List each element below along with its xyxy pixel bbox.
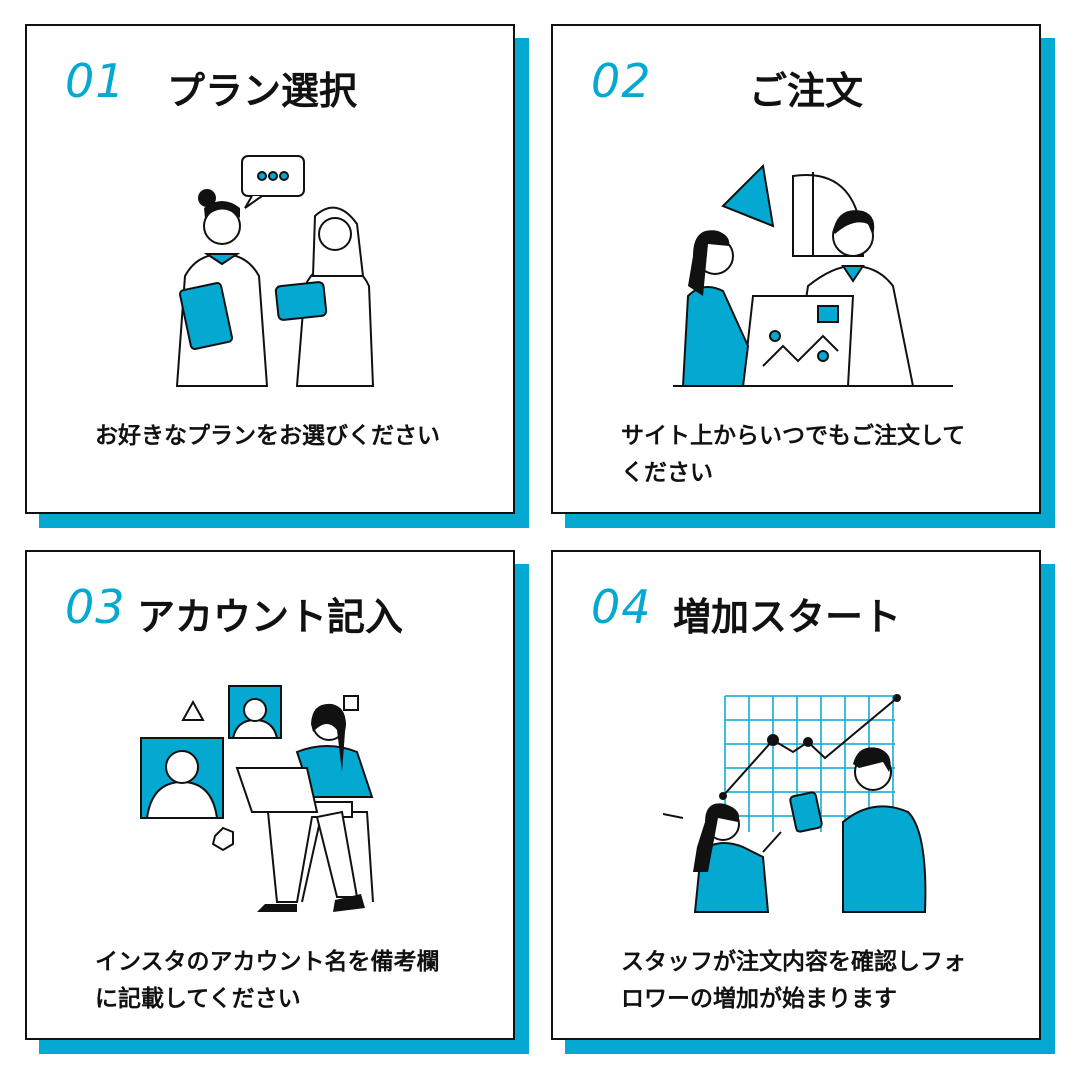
step-title: ご注文	[749, 69, 864, 113]
laptop-profiles-illustration	[140, 685, 374, 912]
step-description: お好きなプランをお選びください	[95, 423, 440, 449]
step-card-2: 02 ご注文 サイト上からいつでもご注文してください	[551, 24, 1055, 528]
step-number: 02	[591, 54, 652, 108]
step-description: スタッフが注文内容を確認しフォロワーの増加が始まります	[621, 949, 966, 1012]
card-box: 03 アカウント記入 インスタのアカウント名を備考欄に記載してください	[25, 550, 515, 1040]
step-title: 増加スタート	[673, 595, 902, 639]
step-card-1: 01 プラン選択 お好きなプランをお選びください	[25, 24, 529, 528]
step-title: プラン選択	[167, 69, 358, 113]
growth-chart-illustration	[663, 694, 927, 913]
step-title: アカウント記入	[137, 595, 404, 639]
step-number: 04	[591, 580, 652, 634]
step-number: 01	[65, 54, 126, 108]
step-card-3: 03 アカウント記入 インスタのアカウント名を備考欄に記載してください	[25, 550, 529, 1054]
card-box: 02 ご注文 サイト上からいつでもご注文してください	[551, 24, 1041, 514]
step-number: 03	[65, 580, 126, 634]
card-box: 04 増加スタート スタッフが注文内容を確認しフォロワーの増加が始まります	[551, 550, 1041, 1040]
step-description: インスタのアカウント名を備考欄に記載してください	[95, 949, 440, 1012]
chart-review-illustration	[673, 163, 953, 387]
step-description: サイト上からいつでもご注文してください	[621, 423, 966, 486]
two-women-chatting-illustration	[175, 155, 375, 387]
step-card-4: 04 増加スタート スタッフが注文内容を確認しフォロワーの増加が始まります	[551, 550, 1055, 1054]
card-box: 01 プラン選択 お好きなプランをお選びください	[25, 24, 515, 514]
